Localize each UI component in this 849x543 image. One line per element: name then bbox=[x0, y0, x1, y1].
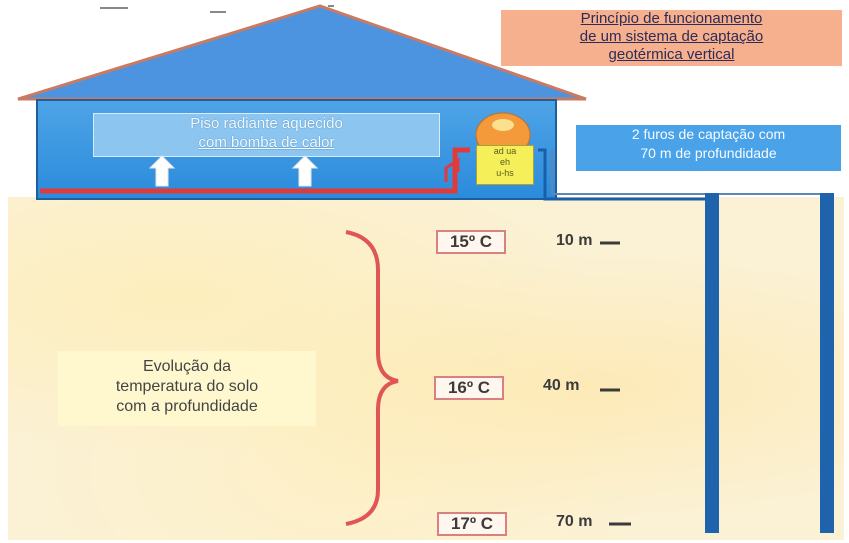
pump-text-3: u-hs bbox=[496, 168, 514, 178]
floor-heating-label: Piso radiante aquecido com bomba de calo… bbox=[93, 113, 440, 157]
heat-arrow-icon bbox=[148, 155, 176, 187]
holes-line2: 70 m de profundidade bbox=[640, 145, 777, 161]
title-line2: de um sistema de captação bbox=[579, 28, 764, 45]
heat-pump-cap bbox=[492, 119, 514, 131]
holes-line1: 2 furos de captação com bbox=[631, 126, 786, 142]
ground bbox=[8, 197, 844, 540]
pump-text-1: ad ua bbox=[493, 146, 517, 156]
depth-brace bbox=[345, 230, 399, 526]
boreholes-label: 2 furos de captação com 70 m de profundi… bbox=[576, 125, 841, 171]
depth-label: 10 m bbox=[556, 232, 593, 249]
evolution-line1: Evolução da bbox=[142, 358, 232, 375]
ground-pipe-cold bbox=[538, 148, 712, 201]
depth-label: 40 m bbox=[543, 377, 580, 394]
pump-text-2: eh bbox=[499, 157, 510, 167]
floor-heating-line1: Piso radiante aquecido bbox=[190, 115, 343, 132]
title-line3: geotérmica vertical bbox=[608, 46, 735, 63]
borehole-probe-1 bbox=[705, 193, 719, 533]
pipe-loop bbox=[444, 157, 460, 182]
temperature-badge: 17º C bbox=[437, 512, 507, 536]
floor-pipe-hot bbox=[40, 147, 470, 194]
temperature-badge: 16º C bbox=[434, 376, 504, 400]
evolution-line3: com a profundidade bbox=[116, 398, 258, 415]
heat-pump-tank: ad ua eh u-hs bbox=[476, 145, 534, 185]
evolution-line2: temperatura do solo bbox=[115, 378, 259, 395]
title-line1: Princípio de funcionamento bbox=[580, 10, 763, 27]
heat-arrow-icon bbox=[291, 155, 319, 187]
ground-pipe-return bbox=[551, 150, 828, 195]
floor-heating-line2: com bomba de calor bbox=[198, 134, 335, 151]
temperature-badge: 15º C bbox=[436, 230, 506, 254]
diagram-title: Princípio de funcionamento de um sistema… bbox=[501, 10, 842, 66]
borehole-probe-2 bbox=[820, 193, 834, 533]
depth-label: 70 m bbox=[556, 513, 593, 530]
soil-temperature-note: Evolução da temperatura do solo com a pr… bbox=[58, 351, 316, 426]
